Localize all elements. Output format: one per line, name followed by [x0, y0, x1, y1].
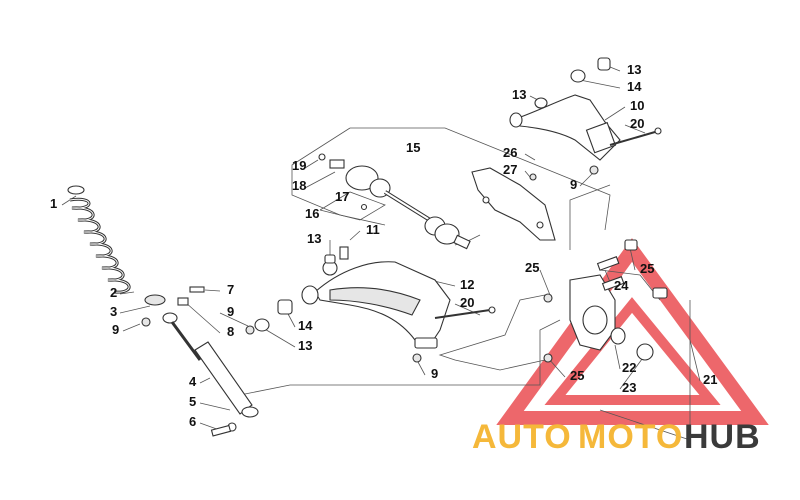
- callout-c13c: 13: [627, 62, 641, 77]
- shock-upper-eye: [162, 312, 178, 324]
- callout-c2: 2: [110, 285, 117, 300]
- cv-boot-inner: [434, 223, 460, 245]
- spring-seat-top: [67, 185, 85, 195]
- bolt-7: [189, 286, 205, 293]
- callout-c25c: 25: [640, 261, 654, 276]
- shock-lower-eye: [241, 406, 259, 418]
- callout-c20b: 20: [630, 116, 644, 131]
- callout-c20a: 20: [460, 295, 474, 310]
- spacer-8: [177, 297, 189, 306]
- callout-c4: 4: [189, 374, 197, 389]
- callout-c23: 23: [622, 380, 636, 395]
- callout-c9b: 9: [227, 304, 234, 319]
- leader-lines: [61, 64, 701, 441]
- callout-c25a: 25: [525, 260, 539, 275]
- callout-c6: 6: [189, 414, 196, 429]
- callout-c8: 8: [227, 324, 234, 339]
- callout-c26: 26: [503, 145, 517, 160]
- nut-9a: [141, 317, 151, 327]
- callout-c25b: 25: [570, 368, 584, 383]
- watermark-outer-triangle: [496, 238, 769, 425]
- callout-c16: 16: [305, 206, 319, 221]
- callout-c14a: 14: [298, 318, 313, 333]
- watermark-text: AUTO MOTO HUB: [472, 418, 761, 456]
- watermark-auto: AUTO: [472, 418, 572, 456]
- callout-c24: 24: [614, 278, 629, 293]
- callout-c13b: 13: [307, 231, 321, 246]
- callout-c10: 10: [630, 98, 644, 113]
- watermark-triangle-logo: [496, 238, 769, 425]
- callout-c9a: 9: [112, 322, 119, 337]
- splash-guard: [471, 167, 556, 241]
- drive-axle: [318, 153, 471, 250]
- bushing-13a: [254, 318, 270, 332]
- bushing-14a: [277, 299, 293, 315]
- callout-c11: 11: [366, 222, 380, 237]
- callout-c3: 3: [110, 304, 117, 319]
- callout-c12: 12: [460, 277, 474, 292]
- hardware-left: [141, 286, 293, 335]
- nut-9b: [245, 325, 255, 335]
- callout-c9d: 9: [431, 366, 438, 381]
- callout-c15: 15: [406, 140, 420, 155]
- knuckle-assembly: [543, 239, 668, 363]
- callout-c5: 5: [189, 394, 196, 409]
- callout-c19: 19: [292, 158, 306, 173]
- callout-c13d: 13: [512, 87, 526, 102]
- cv-boot-outer: [345, 165, 379, 191]
- callout-c13a: 13: [298, 338, 312, 353]
- callout-c14b: 14: [627, 79, 642, 94]
- callout-c27: 27: [503, 162, 517, 177]
- lower-a-arm: [301, 246, 496, 363]
- callout-c17: 17: [335, 189, 349, 204]
- callout-c9c: 9: [570, 177, 577, 192]
- watermark-hub: HUB: [684, 418, 761, 456]
- callout-labels: 1239798456141313111519181716262791220925…: [50, 62, 717, 429]
- spring-retainer: [144, 294, 166, 306]
- callout-c21: 21: [703, 372, 717, 387]
- bolt-6-shank: [210, 424, 232, 437]
- callout-c1: 1: [50, 196, 57, 211]
- watermark-inner-triangle: [544, 297, 721, 405]
- callout-c18: 18: [292, 178, 306, 193]
- shock-absorber: [162, 312, 259, 437]
- coil-spring: [67, 185, 166, 306]
- upper-a-arm: [509, 57, 662, 175]
- watermark-moto: MOTO: [578, 418, 683, 456]
- callout-c22: 22: [622, 360, 636, 375]
- callout-c7: 7: [227, 282, 234, 297]
- shock-body: [194, 341, 253, 415]
